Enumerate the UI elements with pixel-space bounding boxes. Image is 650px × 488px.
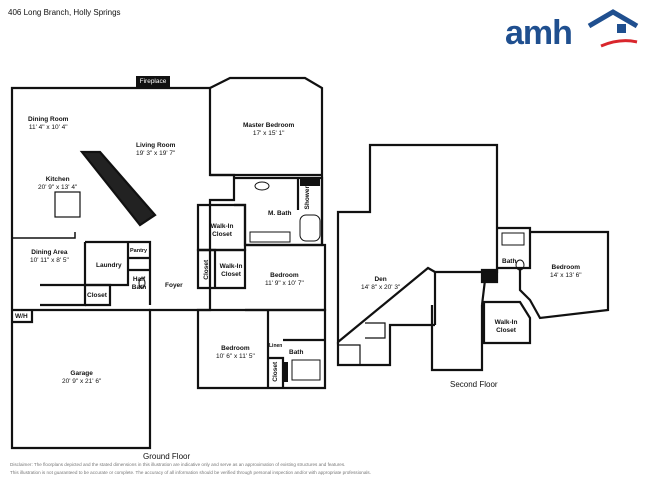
room-name: Bath <box>502 258 517 265</box>
room-label-master-bedroom: Master Bedroom 17' x 15' 1" <box>243 122 294 137</box>
room-label-living-room: Living Room 19' 3" x 19' 7" <box>136 142 175 157</box>
room-label-kitchen: Kitchen 20' 9" x 13' 4" <box>38 176 77 191</box>
room-label-dining-area: Dining Area 10' 11" x 8' 5" <box>30 249 69 264</box>
room-size: 14' x 13' 6" <box>550 271 582 279</box>
room-name: W/H <box>15 313 28 320</box>
room-name: Laundry <box>96 262 122 269</box>
room-name: Foyer <box>165 282 183 289</box>
room-name: Pantry <box>130 248 148 254</box>
room-label-shower: Shower <box>304 186 312 209</box>
room-label-upper-bath: Bath <box>502 258 516 266</box>
room-label-closet-bed2: Closet <box>272 362 280 382</box>
amh-logo: amh <box>505 8 640 52</box>
room-label-walkin-closet-2: Walk-In Closet <box>218 263 244 278</box>
room-name: Closet <box>87 292 107 299</box>
room-size: 11' 9" x 10' 7" <box>265 279 304 287</box>
room-size: 20' 9" x 21' 6" <box>62 377 102 385</box>
ground-floor-label: Ground Floor <box>143 452 191 461</box>
room-name: Master Bedroom <box>243 122 295 129</box>
room-name: Shower <box>303 186 311 210</box>
room-size: 10' 11" x 8' 5" <box>30 256 69 264</box>
room-label-bedroom-2: Bedroom 10' 6" x 11' 5" <box>216 345 255 360</box>
room-name: Kitchen <box>45 176 70 183</box>
room-name: Bedroom <box>551 264 581 271</box>
room-name: Linen <box>269 343 283 349</box>
room-label-upper-bedroom: Bedroom 14' x 13' 6" <box>550 264 582 279</box>
room-label-linen: Linen <box>269 343 282 351</box>
logo-wordmark: amh <box>505 14 573 52</box>
house-roof-icon <box>587 9 639 48</box>
room-name: Living Room <box>136 142 176 149</box>
room-name: Den <box>374 276 387 283</box>
room-name: Walk-In Closet <box>210 223 234 238</box>
room-name: Half Bath <box>131 276 147 291</box>
room-label-foyer: Foyer <box>165 282 183 290</box>
room-size: 10' 6" x 11' 5" <box>216 352 255 360</box>
room-name: Garage <box>70 370 93 377</box>
room-label-closet-small: Closet <box>203 260 211 280</box>
room-size: 17' x 15' 1" <box>252 129 285 137</box>
room-name: Dining Room <box>28 116 69 123</box>
room-name: Bath <box>289 349 304 356</box>
property-address: 406 Long Branch, Holly Springs <box>8 8 121 17</box>
room-label-bedroom-1: Bedroom 11' 9" x 10' 7" <box>265 272 304 287</box>
room-size: 20' 9" x 13' 4" <box>38 183 78 191</box>
room-label-pantry: Pantry <box>130 248 147 256</box>
room-name: Closet <box>203 259 211 280</box>
room-size: 14' 8" x 20' 3" <box>361 283 401 291</box>
room-name: Walk-In Closet <box>219 263 243 278</box>
room-name: Bedroom <box>270 272 299 279</box>
room-size: 11' 4" x 10' 4" <box>28 123 68 131</box>
room-name: Dining Area <box>31 249 68 256</box>
room-label-half-bath: Half Bath <box>130 276 148 291</box>
room-label-laundry: Laundry <box>96 262 122 270</box>
disclaimer-line-1: Disclaimer: The floorplans depicted and … <box>10 462 346 467</box>
room-label-bath: Bath <box>289 349 303 357</box>
room-name: Bedroom <box>221 345 250 352</box>
room-name: Walk-In Closet <box>494 319 518 334</box>
room-size: 19' 3" x 19' 7" <box>136 149 176 157</box>
room-label-garage: Garage 20' 9" x 21' 6" <box>62 370 101 385</box>
second-floor-label: Second Floor <box>450 380 498 389</box>
room-name: Closet <box>272 361 280 382</box>
room-label-wh: W/H <box>15 313 28 321</box>
room-label-dining-room: Dining Room 11' 4" x 10' 4" <box>28 116 68 131</box>
disclaimer-line-2: This illustration is not guaranteed to b… <box>10 470 371 475</box>
room-name: M. Bath <box>268 210 292 217</box>
room-label-upper-walkin-closet: Walk-In Closet <box>493 319 519 334</box>
room-label-closet-hall: Closet <box>87 292 107 300</box>
room-label-m-bath: M. Bath <box>268 210 291 218</box>
fireplace-label: Fireplace <box>136 76 170 88</box>
room-label-walkin-closet-1: Walk-In Closet <box>208 223 236 238</box>
room-label-den: Den 14' 8" x 20' 3" <box>361 276 400 291</box>
